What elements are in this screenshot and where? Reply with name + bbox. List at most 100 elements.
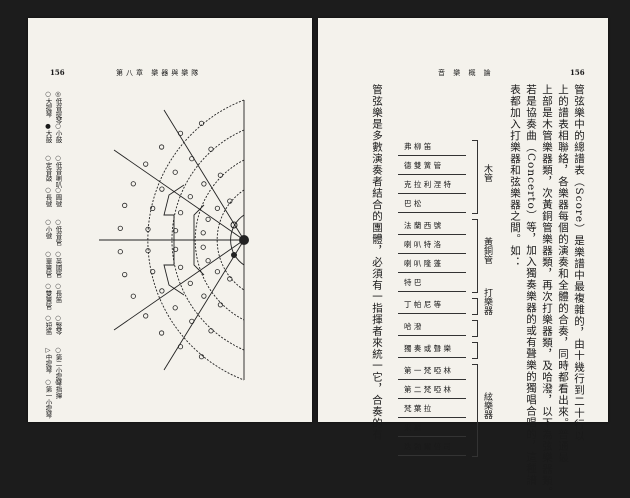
seat-mark <box>150 269 156 275</box>
legend-label: 短笛 <box>44 322 52 335</box>
legend-label: 英國管 <box>54 258 62 278</box>
seat-mark <box>214 269 221 275</box>
seat-mark <box>117 249 123 255</box>
score-rule <box>398 291 466 292</box>
group-label: 打樂器 <box>482 287 492 315</box>
seat-mark <box>208 328 214 334</box>
right-book-page: 音 樂 概 論 156 管弦樂中的總譜表（Score）是樂譜中最複雜的，由十幾行… <box>318 18 608 498</box>
group-label: 絃樂器 <box>482 391 492 419</box>
legend-label: 小鼓 <box>54 130 62 143</box>
legend-label: 指揮 <box>54 386 62 399</box>
score-rule <box>398 357 466 358</box>
group-bracket <box>472 364 478 457</box>
seat-mark <box>159 144 165 150</box>
legend-item: ▷中提琴 <box>44 346 52 374</box>
score-rule <box>398 436 466 437</box>
seat-mark <box>173 246 179 252</box>
legend-mark-icon: ○ <box>54 218 62 226</box>
group-label: 木管 <box>482 164 492 182</box>
group-bracket <box>472 219 478 293</box>
legend-mark-icon: ▷ <box>44 346 52 354</box>
group-bracket <box>472 140 478 214</box>
score-rule <box>398 193 466 194</box>
legend-mark-icon: ○ <box>44 250 52 258</box>
score-row: 克 拉 利 涅 特 <box>404 180 452 189</box>
score-rule <box>398 313 466 314</box>
legend-mark-icon: ● <box>44 122 52 130</box>
score-row: 丁 帕 尼 等 <box>404 300 442 309</box>
score-rule <box>398 212 466 213</box>
legend-mark-icon: ○ <box>54 282 62 290</box>
legend-label: 中提琴 <box>44 354 52 374</box>
seat-mark <box>143 161 149 167</box>
page-number: 156 <box>570 68 585 77</box>
score-row: 迭 勃 爾 倍 司 <box>404 442 452 451</box>
seat-mark <box>214 205 221 211</box>
legend-item: ○雙簧管 <box>44 282 52 310</box>
seat-mark <box>200 244 206 250</box>
score-row: 特 巴 <box>404 278 422 287</box>
legend-label: 長號 <box>44 194 52 207</box>
score-row: 喇 叭 特 洛 <box>404 240 442 249</box>
legend-mark-icon: ○ <box>44 378 52 386</box>
seat-mark <box>159 186 165 192</box>
seat-mark <box>217 302 224 308</box>
legend-mark-icon: ○ <box>44 186 52 194</box>
seat-mark <box>205 216 211 222</box>
legend-label: 雙簧管 <box>44 290 52 310</box>
legend-label: 第二小提琴 <box>54 354 62 387</box>
group-bracket <box>472 298 478 315</box>
seat-mark <box>217 172 224 178</box>
seat-mark <box>122 202 128 209</box>
score-row: 巴 松 <box>404 199 422 208</box>
score-rule <box>398 174 466 175</box>
seat-mark <box>208 146 214 152</box>
seat-mark <box>201 293 207 299</box>
conductor-mark <box>239 235 249 245</box>
score-rule <box>398 272 466 273</box>
seat-mark <box>187 280 193 286</box>
group-bracket <box>472 320 478 337</box>
seat-mark <box>200 230 206 236</box>
score-row: 喇 叭 隆 蓬 <box>404 259 442 268</box>
legend-item: ○短笛 <box>44 314 52 335</box>
score-rule <box>398 455 466 456</box>
legend-label: 低音管 <box>54 226 62 246</box>
legend-mark-icon: ○ <box>54 122 62 130</box>
score-row: 采 羅 <box>404 423 422 432</box>
legend-mark-icon: ○ <box>54 250 62 258</box>
score-row: 第 一 梵 啞 林 <box>404 366 452 375</box>
body-column-5: 表都加入打樂器和弦樂器之間。如： <box>509 84 521 268</box>
running-head: 音 樂 概 論 <box>438 69 494 77</box>
legend-item: ○小號 <box>44 218 52 239</box>
legend-item: ○大提琴 <box>44 90 52 118</box>
legend-label: 小號 <box>44 226 52 239</box>
seat-mark <box>145 226 151 232</box>
legend-item: ○英國管 <box>54 250 62 278</box>
legend-label: 長笛 <box>54 290 62 303</box>
seat-mark <box>145 248 151 254</box>
legend-label: 豎琴 <box>54 322 62 335</box>
legend-item: ○低音管 <box>54 218 62 246</box>
legend-mark-icon: ○ <box>54 154 62 162</box>
seat-mark <box>159 330 165 336</box>
legend-mark-icon: ○ <box>54 314 62 322</box>
legend-label: 圓號 <box>54 194 62 207</box>
legend-label: 定音鼓 <box>44 162 52 182</box>
seat-mark <box>178 264 184 270</box>
score-row: 第 二 梵 啞 林 <box>404 385 452 394</box>
score-row: 哈 潑 <box>404 322 422 331</box>
legend-mark-icon: ○ <box>44 282 52 290</box>
legend-mark-icon: ○ <box>54 346 62 354</box>
seat-mark <box>187 194 193 200</box>
seat-mark <box>130 181 136 187</box>
score-rule <box>398 417 466 418</box>
score-rule <box>398 379 466 380</box>
legend-label: 單簧管 <box>44 258 52 278</box>
group-label: 黃銅管 <box>482 237 492 264</box>
legend-mark-icon: ◎ <box>54 90 62 98</box>
legend-label: 大提琴 <box>44 98 52 118</box>
legend-item: ○定音鼓 <box>44 154 52 182</box>
seat-mark <box>227 198 233 204</box>
score-rule <box>398 253 466 254</box>
